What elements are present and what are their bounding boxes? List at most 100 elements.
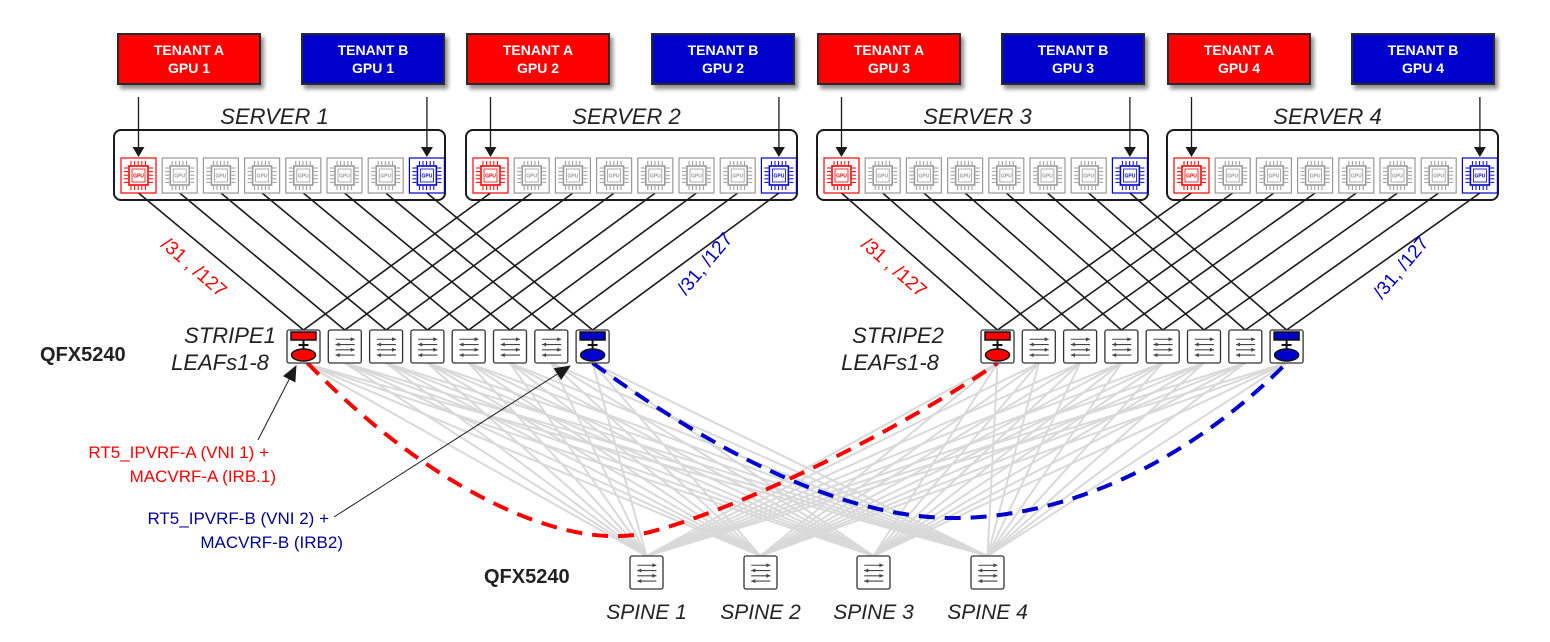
tenant-name: TENANT B bbox=[338, 42, 409, 58]
spine-switch[interactable] bbox=[743, 555, 778, 590]
fabric-link bbox=[760, 362, 1287, 557]
gpu-chip-label: GPU bbox=[960, 174, 971, 180]
gpu-chip-label: GPU bbox=[485, 174, 496, 180]
gpu-leaf-link bbox=[1046, 192, 1205, 331]
tenant-name: TENANT B bbox=[1038, 42, 1109, 58]
subnet-label-stripe1-tenant-a: /31 , /127 bbox=[157, 234, 231, 302]
leaf-switch-vrf-b[interactable] bbox=[1269, 329, 1304, 364]
fabric-link bbox=[986, 362, 999, 557]
leaf-switch[interactable] bbox=[451, 329, 486, 364]
gpu-chip-icon: GPU bbox=[864, 157, 901, 194]
leaf-switch-vrf-a[interactable] bbox=[286, 329, 321, 364]
fabric-link bbox=[385, 362, 874, 557]
switch-arrows-icon bbox=[751, 563, 771, 584]
annotation-arrow-a bbox=[257, 365, 297, 441]
fabric-link bbox=[344, 362, 761, 557]
leaf-switch[interactable] bbox=[368, 329, 404, 364]
gpu-leaf-link bbox=[344, 192, 533, 331]
leaf-switch[interactable] bbox=[1186, 329, 1222, 364]
fabric-link bbox=[759, 362, 1081, 557]
annotation-a-line2: MACVRF-A (IRB.1) bbox=[130, 467, 276, 486]
switch-arrows-icon bbox=[864, 563, 884, 584]
gpu-chip-label: GPU bbox=[421, 174, 432, 180]
fabric-link bbox=[986, 362, 1288, 557]
fabric-link bbox=[646, 362, 1122, 557]
gpu-chip-icon: GPU bbox=[285, 157, 322, 194]
gpu-chip-label: GPU bbox=[1474, 174, 1485, 180]
spine-switch[interactable] bbox=[970, 555, 1005, 590]
switch-arrows-icon bbox=[459, 337, 479, 358]
fabric-link bbox=[646, 362, 1205, 557]
tenant-name: TENANT A bbox=[1204, 42, 1274, 58]
vrf-router-icon bbox=[984, 331, 1011, 362]
gpu-chip-icon: GPU bbox=[760, 157, 798, 194]
leaf-switch-vrf-b[interactable] bbox=[575, 329, 610, 364]
fabric-link bbox=[426, 362, 648, 557]
leaf-switch[interactable] bbox=[1228, 329, 1263, 364]
gpu-chip-icon: GPU bbox=[554, 157, 592, 194]
gpu-leaf-link bbox=[997, 192, 1192, 331]
leaf-switch[interactable] bbox=[410, 329, 445, 364]
leaf-switch[interactable] bbox=[492, 329, 528, 364]
fabric-link bbox=[986, 362, 1246, 557]
gpu-leaf-link bbox=[1005, 192, 1164, 331]
gpu-chip-label: GPU bbox=[1433, 174, 1444, 180]
leaf-switch[interactable] bbox=[327, 329, 362, 364]
tenant-paths bbox=[306, 361, 1289, 539]
gpu-chip-label: GPU bbox=[1083, 174, 1094, 180]
gpu-leaf-link bbox=[385, 192, 574, 331]
gpu-leaf-link bbox=[509, 192, 697, 331]
gpu-leaf-link bbox=[1203, 192, 1398, 331]
fabric-link bbox=[872, 362, 1205, 557]
gpu-chip-icon: GPU bbox=[719, 157, 756, 194]
gpu-chip-label: GPU bbox=[1001, 174, 1012, 180]
gpu-leaf-link bbox=[1088, 192, 1246, 331]
fabric-link bbox=[760, 362, 1205, 557]
leaf-switch[interactable] bbox=[1021, 329, 1056, 364]
tenant-gpu: GPU 3 bbox=[868, 60, 910, 76]
annotation-b-line1: RT5_IPVRF-B (VNI 2) + bbox=[147, 509, 329, 528]
leaf-switch[interactable] bbox=[1104, 329, 1139, 364]
gpu-leaf-link bbox=[179, 192, 346, 331]
tenant-gpu: GPU 2 bbox=[517, 60, 559, 76]
spine-switch[interactable] bbox=[856, 555, 891, 590]
fabric-link bbox=[385, 362, 648, 557]
fabric-link bbox=[303, 362, 647, 557]
fabric-link bbox=[591, 362, 648, 557]
server-label: SERVER 3 bbox=[923, 104, 1032, 129]
tenant-gpu: GPU 1 bbox=[168, 60, 210, 76]
leaf-switch[interactable] bbox=[534, 329, 569, 364]
leaf-switch-vrf-a[interactable] bbox=[980, 329, 1015, 364]
fabric-link bbox=[344, 362, 874, 557]
leaf-switch[interactable] bbox=[1062, 329, 1098, 364]
gpu-chip-label: GPU bbox=[257, 174, 268, 180]
leaf-switch[interactable] bbox=[1145, 329, 1180, 364]
gpu-leaf-link bbox=[303, 192, 491, 331]
gpu-chip-icon: GPU bbox=[1461, 157, 1499, 194]
gpu-chip-label: GPU bbox=[1227, 174, 1238, 180]
spine-switch[interactable] bbox=[629, 555, 664, 590]
fabric-link bbox=[303, 362, 874, 557]
gpu-leaf-link bbox=[1162, 192, 1357, 331]
fabric-link bbox=[872, 362, 1164, 557]
tenant-name: TENANT A bbox=[503, 42, 573, 58]
subnet-label-stripe2-tenant-a: /31 , /127 bbox=[857, 234, 931, 302]
gpu-leaf-link bbox=[550, 192, 739, 331]
gpu-chip-label: GPU bbox=[1042, 174, 1053, 180]
annotation-a-line1: RT5_IPVRF-A (VNI 1) + bbox=[88, 443, 269, 462]
stripe1-label-line2: LEAFs1-8 bbox=[171, 350, 270, 375]
gpu-leaf-link bbox=[1120, 192, 1316, 331]
tenant-name: TENANT A bbox=[154, 42, 224, 58]
gpu-leaf-link bbox=[1038, 192, 1234, 331]
gpu-chip-icon: GPU bbox=[408, 157, 445, 194]
fabric-link bbox=[986, 362, 1040, 557]
tenant-box-rect bbox=[817, 33, 961, 85]
fabric-link bbox=[646, 362, 1081, 557]
gpu-leaf-link bbox=[302, 192, 470, 331]
stripe1-label-line1: STRIPE1 bbox=[184, 323, 276, 348]
